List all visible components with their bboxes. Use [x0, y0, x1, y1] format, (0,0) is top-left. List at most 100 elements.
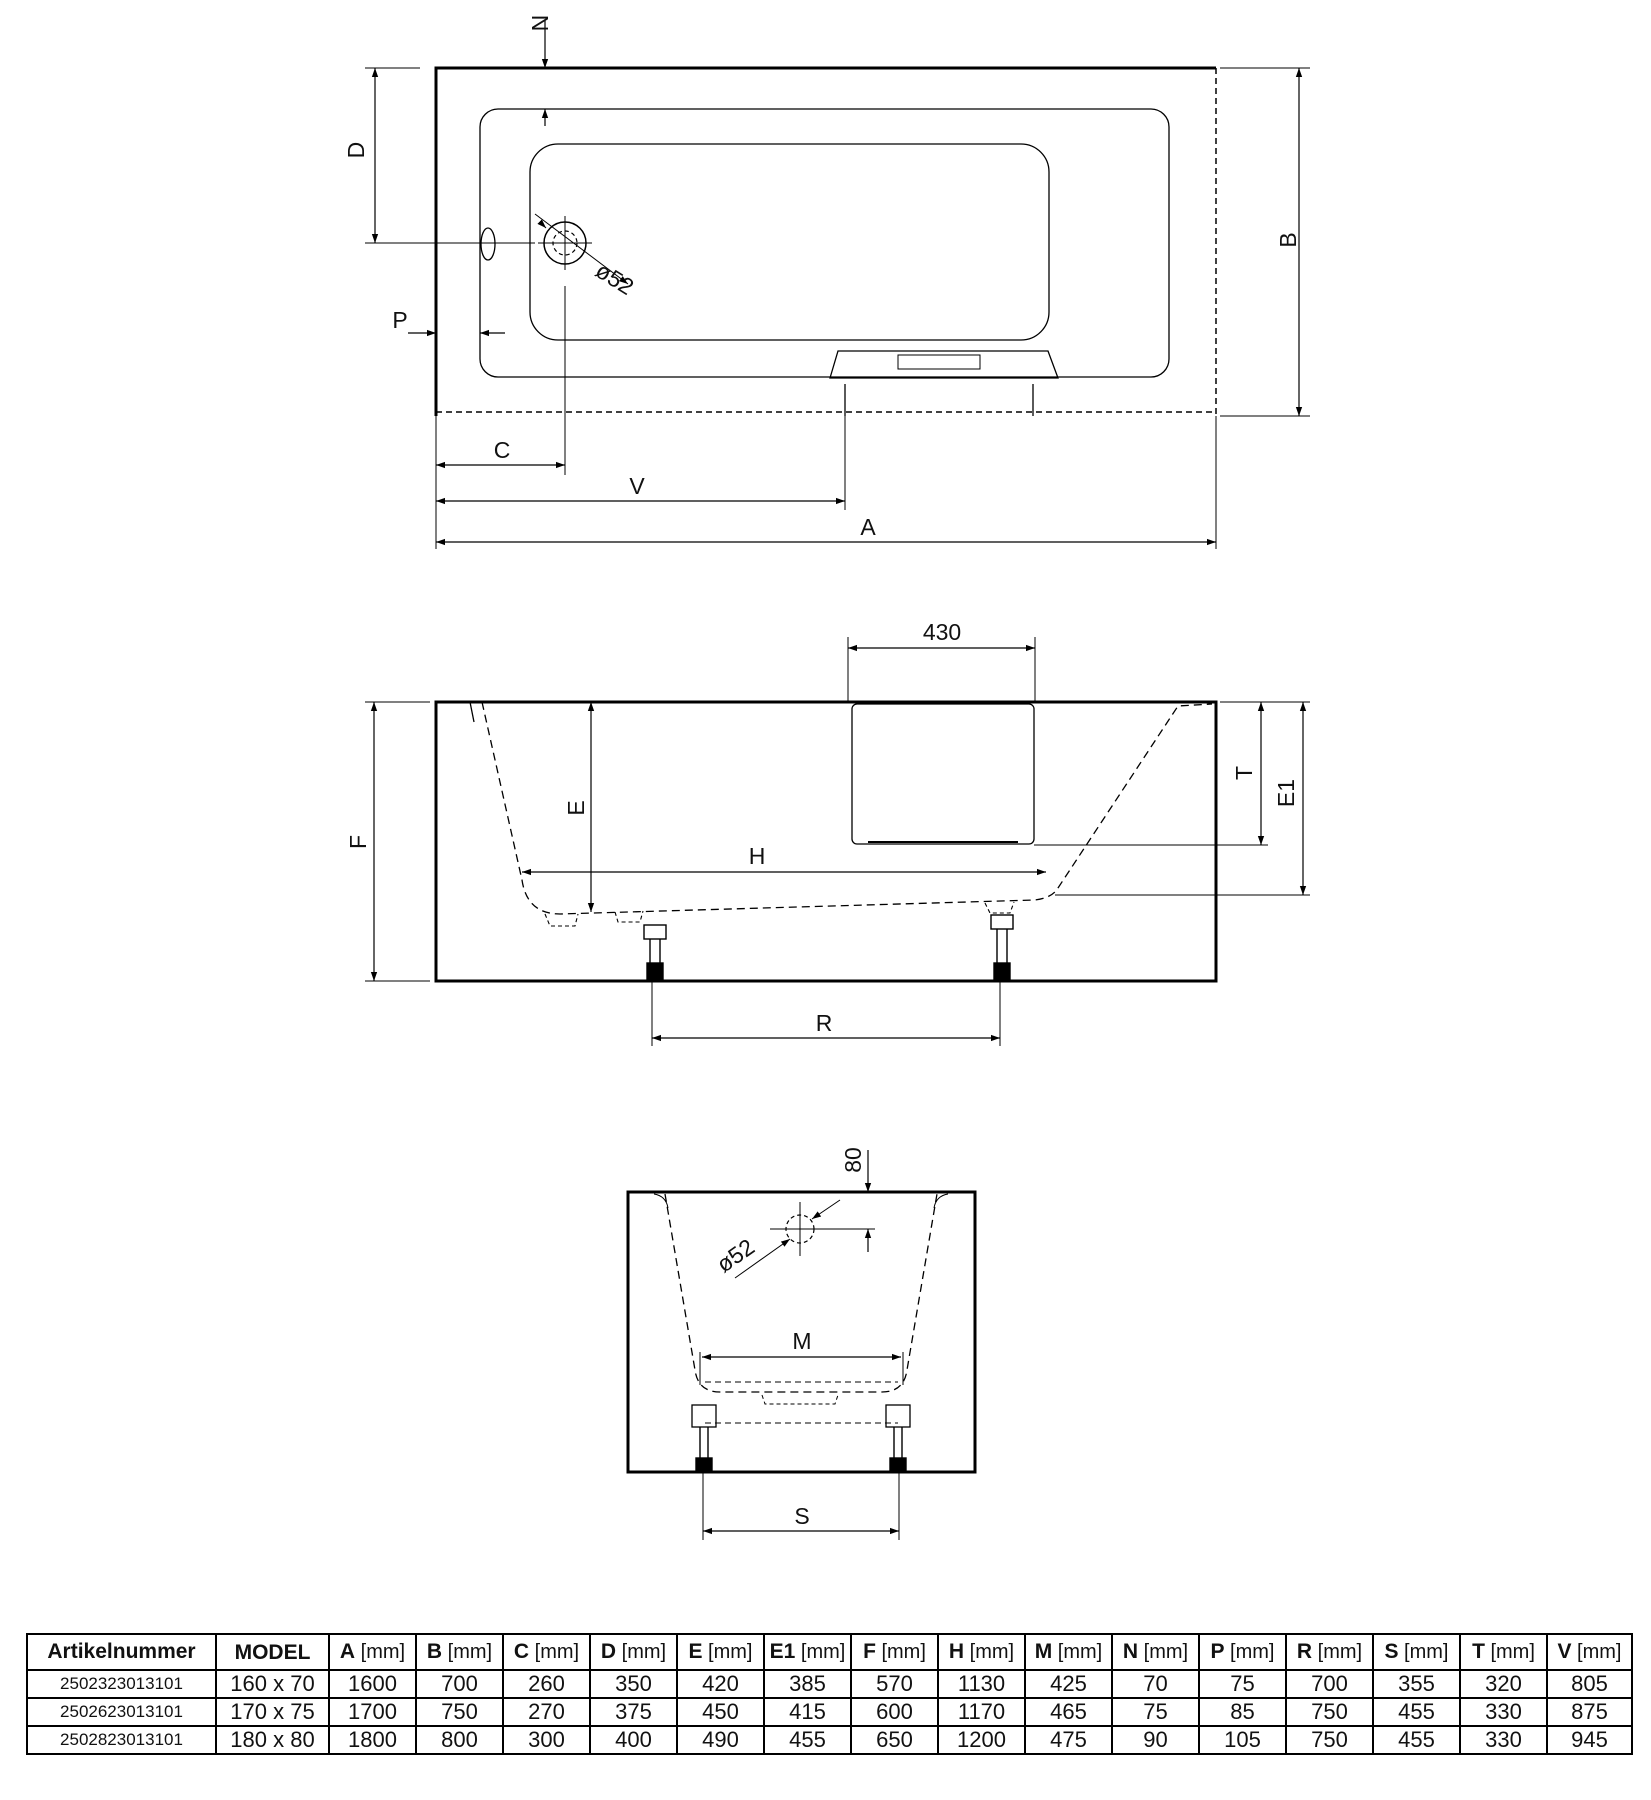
table-cell: 455 — [1372, 1697, 1461, 1727]
column-unit: [mm] — [1398, 1641, 1449, 1663]
table-cell: 750 — [1285, 1697, 1374, 1727]
table-cell: 455 — [1372, 1725, 1461, 1755]
column-header-b: B [mm] — [415, 1633, 504, 1671]
column-key: N — [1122, 1640, 1139, 1663]
label-A: A — [860, 514, 876, 540]
table-cell: 400 — [589, 1725, 678, 1755]
table-cell: 1700 — [328, 1697, 417, 1727]
table-cell: 260 — [502, 1669, 591, 1699]
column-header-e1: E1 [mm] — [763, 1633, 852, 1671]
column-header-d: D [mm] — [589, 1633, 678, 1671]
column-key: D — [600, 1640, 617, 1663]
table-cell: 300 — [502, 1725, 591, 1755]
table-cell: 320 — [1459, 1669, 1548, 1699]
table-cell: 170 x 75 — [215, 1697, 330, 1727]
column-unit: [mm] — [1571, 1641, 1622, 1663]
table-cell: 945 — [1546, 1725, 1633, 1755]
column-header-r: R [mm] — [1285, 1633, 1374, 1671]
table-cell: 700 — [1285, 1669, 1374, 1699]
drain-diameter-leader — [534, 213, 629, 285]
table-cell: 1130 — [937, 1669, 1026, 1699]
table-cell: 455 — [763, 1725, 852, 1755]
label-430: 430 — [923, 619, 961, 645]
table-cell: 330 — [1459, 1697, 1548, 1727]
column-unit: [mm] — [616, 1641, 667, 1663]
column-unit: [mm] — [355, 1641, 406, 1663]
table-cell: 805 — [1546, 1669, 1633, 1699]
column-header-h: H [mm] — [937, 1633, 1026, 1671]
column-unit: [mm] — [1224, 1641, 1275, 1663]
table-cell: 1600 — [328, 1669, 417, 1699]
column-header-t: T [mm] — [1459, 1633, 1548, 1671]
table-cell: 1170 — [937, 1697, 1026, 1727]
table-cell: 385 — [763, 1669, 852, 1699]
table-cell: 600 — [850, 1697, 939, 1727]
column-unit: [mm] — [529, 1641, 580, 1663]
column-key: MODEL — [234, 1641, 311, 1664]
column-header-model: MODEL — [215, 1633, 330, 1671]
side-view-labels: 430 F E H T E1 R — [345, 619, 1299, 1036]
overflow-slot — [480, 227, 496, 261]
column-unit: [mm] — [702, 1641, 753, 1663]
table-cell: 570 — [850, 1669, 939, 1699]
table-cell: 650 — [850, 1725, 939, 1755]
foot-left — [643, 924, 667, 982]
column-key: S — [1384, 1640, 1399, 1663]
table-cell: 1800 — [328, 1725, 417, 1755]
table-cell: 750 — [415, 1697, 504, 1727]
table-cell: 270 — [502, 1697, 591, 1727]
table-cell: 750 — [1285, 1725, 1374, 1755]
label-E: E — [563, 800, 589, 815]
column-header-f: F [mm] — [850, 1633, 939, 1671]
end-basin-dashed — [664, 1193, 938, 1393]
label-E1: E1 — [1273, 779, 1299, 807]
end-outline — [626, 1190, 977, 1474]
column-header-artikelnummer: Artikelnummer — [26, 1633, 217, 1671]
label-R: R — [816, 1010, 833, 1036]
side-view — [365, 637, 1310, 1046]
column-unit: [mm] — [442, 1641, 493, 1663]
column-unit: [mm] — [795, 1641, 846, 1663]
column-unit: [mm] — [1138, 1641, 1189, 1663]
label-V: V — [629, 473, 645, 499]
column-key: T — [1472, 1640, 1485, 1663]
table-cell: 465 — [1024, 1697, 1113, 1727]
column-unit: [mm] — [1484, 1641, 1535, 1663]
column-header-s: S [mm] — [1372, 1633, 1461, 1671]
side-basin-dashed — [481, 701, 1213, 915]
table-cell: 415 — [763, 1697, 852, 1727]
label-F: F — [345, 835, 371, 849]
table-cell: 2502623013101 — [26, 1697, 217, 1727]
column-key: M — [1034, 1640, 1053, 1663]
column-unit: [mm] — [1312, 1641, 1363, 1663]
table-cell: 75 — [1111, 1697, 1200, 1727]
column-key: P — [1210, 1640, 1225, 1663]
label-P: P — [392, 307, 407, 333]
label-H: H — [749, 843, 766, 869]
table-cell: 355 — [1372, 1669, 1461, 1699]
table-cell: 800 — [415, 1725, 504, 1755]
label-B: B — [1275, 232, 1301, 247]
panel-bracket — [829, 350, 1059, 379]
label-M: M — [792, 1328, 811, 1354]
table-cell: 2502323013101 — [26, 1669, 217, 1699]
table-cell: 2502823013101 — [26, 1725, 217, 1755]
side-outline — [434, 700, 1218, 983]
table-cell: 160 x 70 — [215, 1669, 330, 1699]
table-cell: 180 x 80 — [215, 1725, 330, 1755]
column-header-n: N [mm] — [1111, 1633, 1200, 1671]
table-cell: 875 — [1546, 1697, 1633, 1727]
column-header-p: P [mm] — [1198, 1633, 1287, 1671]
column-header-m: M [mm] — [1024, 1633, 1113, 1671]
end-view — [626, 1150, 977, 1540]
table-cell: 375 — [589, 1697, 678, 1727]
label-T: T — [1231, 766, 1257, 780]
label-D: D — [343, 142, 369, 159]
table-cell: 420 — [676, 1669, 765, 1699]
column-key: Artikelnummer — [47, 1640, 196, 1663]
column-key: V — [1557, 1640, 1572, 1663]
table-cell: 700 — [415, 1669, 504, 1699]
foot-right — [990, 914, 1014, 982]
